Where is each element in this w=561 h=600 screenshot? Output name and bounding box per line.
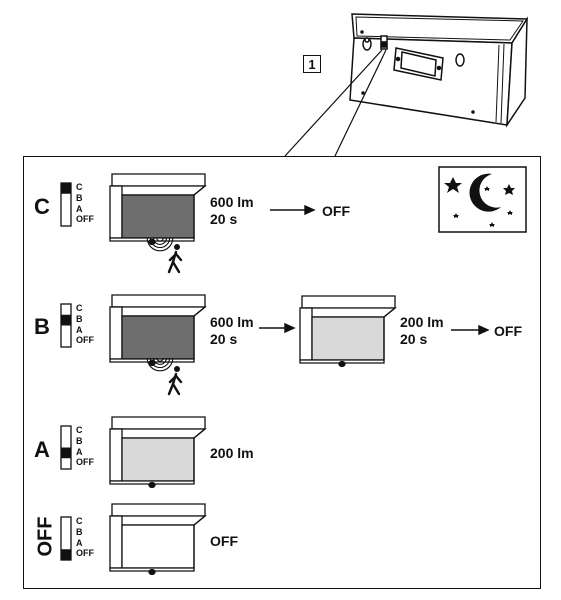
switch-position-label: A [76, 203, 83, 214]
switch-position-label: OFF [76, 548, 94, 559]
row-b-output2: 200 lm [400, 314, 444, 330]
motion-person-icon [167, 244, 183, 274]
switch-position-label: B [76, 435, 83, 446]
switch-position-label: B [76, 313, 83, 324]
row-b-output1: 600 lm [210, 314, 254, 330]
mode-label-b: B [34, 314, 50, 339]
lamp-off [109, 503, 207, 576]
step-number: 1 [308, 56, 316, 72]
mode-label-off: OFF [34, 516, 57, 557]
callout-lines [284, 49, 387, 157]
motion-person-icon [167, 366, 183, 396]
switch-position-label: C [76, 303, 83, 313]
switch-position-label: C [76, 425, 83, 435]
mode-panel [23, 156, 541, 589]
mode-label-c: C [34, 194, 50, 219]
switch-position-label: OFF [76, 335, 94, 346]
lamp-a [109, 416, 207, 489]
row-a-output: 200 lm [210, 445, 254, 461]
motion-wave-icon [146, 357, 174, 372]
switch-position-label: C [76, 516, 83, 526]
lamp-b [109, 294, 207, 367]
switch-b-icon [60, 303, 72, 348]
lamp-c [109, 173, 207, 246]
switch-position-label: B [76, 526, 83, 537]
row-b-time1: 20 s [210, 331, 238, 347]
row-b-final: OFF [494, 323, 522, 339]
switch-c-icon [60, 182, 72, 227]
switch-position-label: B [76, 192, 83, 203]
switch-position-label: A [76, 537, 83, 548]
arrow-right-icon [259, 322, 296, 334]
row-c-time: 20 s [210, 211, 238, 227]
switch-off-icon [60, 516, 72, 561]
lamp-b-dimmed [299, 295, 397, 368]
row-c-output: 600 lm [210, 194, 254, 210]
arrow-right-icon [270, 204, 316, 216]
switch-position-label: OFF [76, 214, 94, 225]
row-c-final: OFF [322, 203, 350, 219]
mode-label-a: A [34, 437, 50, 462]
motion-wave-icon [146, 237, 174, 252]
switch-position-label: C [76, 182, 83, 192]
row-off-output: OFF [210, 533, 238, 549]
switch-position-label: A [76, 446, 83, 457]
switch-position-label: A [76, 324, 83, 335]
row-b-time2: 20 s [400, 331, 428, 347]
arrow-right-icon [451, 324, 490, 336]
step-number-box: 1 [303, 55, 321, 73]
switch-position-label: OFF [76, 457, 94, 468]
switch-a-icon [60, 425, 72, 470]
device-rear-view [349, 13, 529, 128]
